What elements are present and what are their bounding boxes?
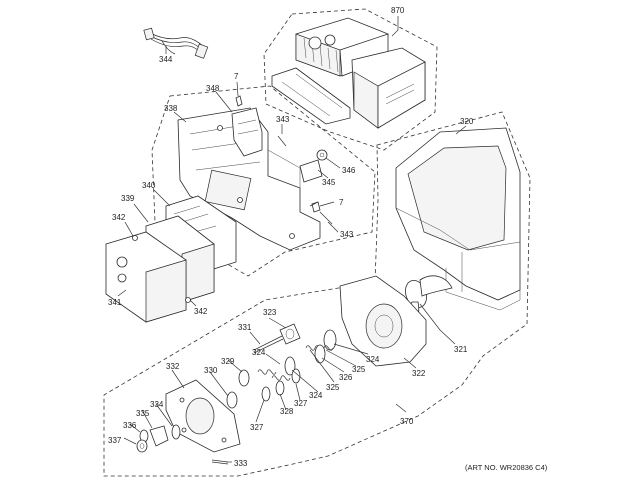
- label-321: 321: [454, 345, 468, 354]
- label-337: 337: [108, 436, 122, 445]
- label-870: 870: [391, 6, 405, 15]
- gasket-334: [171, 424, 181, 440]
- clip-345: [299, 159, 323, 183]
- label-328: 328: [280, 407, 294, 416]
- ring-330: [226, 391, 238, 409]
- ring-326: [314, 344, 326, 364]
- art-number: (ART NO. WR20836 C4): [465, 463, 548, 472]
- label-336: 336: [123, 421, 137, 430]
- label-320: 320: [460, 117, 474, 126]
- screw-342-lower: [185, 297, 191, 303]
- ring-327-a: [291, 368, 301, 384]
- group-outline-338: [151, 85, 376, 277]
- coupler-323: [279, 323, 301, 345]
- elbow-335: [149, 425, 169, 447]
- nut-346: [316, 149, 328, 161]
- ice-bucket-320: [395, 127, 521, 311]
- label-325-b: 325: [326, 383, 340, 392]
- screw-7-upper: [235, 95, 243, 107]
- label-344: 344: [159, 55, 173, 64]
- label-322: 322: [412, 369, 426, 378]
- label-342-upper: 342: [112, 213, 126, 222]
- pin-343-lower: [319, 211, 333, 225]
- label-327-b: 327: [250, 423, 264, 432]
- label-324-a: 324: [252, 348, 266, 357]
- callout-labels: 870 344 7 348 338 343 346 345 7 343 339 …: [108, 6, 548, 472]
- label-330: 330: [204, 366, 218, 375]
- label-324-b: 324: [366, 355, 380, 364]
- icemaker-assembly-870: [271, 17, 426, 129]
- ring-327-b: [261, 386, 271, 402]
- housing-322: [339, 275, 427, 367]
- pin-333: [211, 459, 229, 465]
- wire-harness-344: [143, 27, 209, 59]
- label-334: 334: [150, 400, 164, 409]
- outer-cover-341: [105, 231, 187, 323]
- spring-325-b: [271, 375, 291, 381]
- mounting-bracket-338: [177, 107, 321, 251]
- group-outline-870: [263, 8, 438, 151]
- label-338: 338: [164, 104, 178, 113]
- label-348: 348: [206, 84, 220, 93]
- plate-332: [165, 379, 241, 453]
- spring-324-c: [257, 369, 277, 375]
- shaft-331: [253, 335, 284, 354]
- label-345: 345: [322, 178, 336, 187]
- label-332: 332: [166, 362, 180, 371]
- label-324-c: 324: [309, 391, 323, 400]
- screw-342-upper: [132, 235, 138, 241]
- ring-329: [238, 369, 250, 387]
- label-343-lower: 343: [340, 230, 354, 239]
- label-340: 340: [142, 181, 156, 190]
- label-346: 346: [342, 166, 356, 175]
- label-323: 323: [263, 308, 277, 317]
- bracket-348: [231, 107, 263, 157]
- label-339: 339: [121, 194, 135, 203]
- label-326: 326: [339, 373, 353, 382]
- group-outline-320-370: [103, 111, 531, 477]
- ring-324-a: [323, 329, 337, 351]
- label-327-a: 327: [294, 399, 308, 408]
- label-7-lower: 7: [339, 198, 344, 207]
- label-335: 335: [136, 409, 150, 418]
- label-329: 329: [221, 357, 235, 366]
- label-341: 341: [108, 298, 122, 307]
- label-331: 331: [238, 323, 252, 332]
- label-370: 370: [400, 417, 414, 426]
- leader-lines: [117, 16, 467, 463]
- label-7-upper: 7: [234, 72, 239, 81]
- label-343-upper: 343: [276, 115, 290, 124]
- ring-328: [275, 380, 285, 396]
- nut-337: [136, 439, 148, 453]
- pin-343-upper: [277, 135, 287, 147]
- label-342-lower: 342: [194, 307, 208, 316]
- label-333: 333: [234, 459, 248, 468]
- screw-7-lower: [311, 201, 335, 213]
- label-325-a: 325: [352, 365, 366, 374]
